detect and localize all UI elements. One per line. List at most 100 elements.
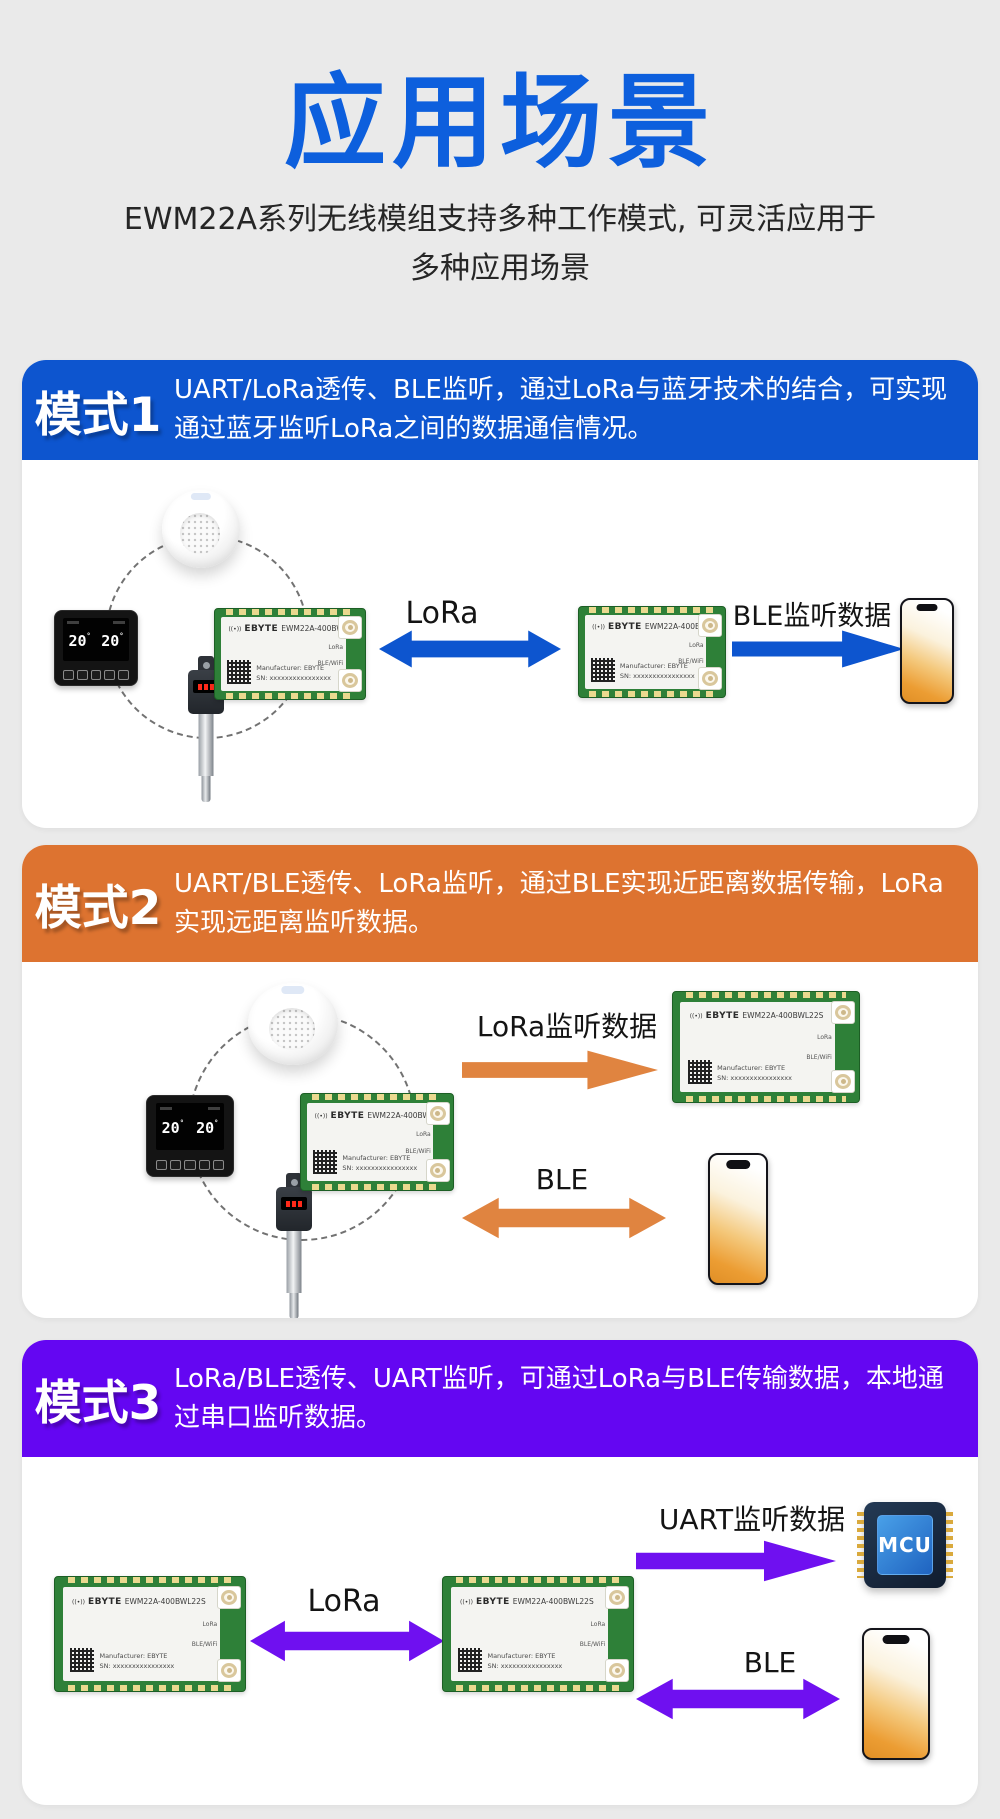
subtitle-line-1: EWM22A系列无线模组支持多种工作模式, 可灵活应用于 [123,202,877,237]
module-head: ((•)) EBYTE EWM22A-400BWL22S [460,1597,605,1607]
thermostat-buttons [155,1160,225,1171]
ble-right-arrow [732,630,904,668]
module-manufacturer: Manufacturer: EBYTE [342,1154,411,1163]
mode3-card: 模式3 LoRa/BLE透传、UART监听，可通过LoRa与BLE传输数据，本地… [22,1340,978,1805]
castellated-pins [589,691,715,697]
module-brand: EBYTE [244,624,279,635]
mode2-card: 模式2 UART/BLE透传、LoRa监听，通过BLE实现近距离数据传输，LoR… [22,845,978,1318]
ipex-antenna-connector-icon [338,616,362,640]
thermostat-screen: 20 20 [63,617,129,661]
module-manufacturer-block: Manufacturer: EBYTE SN: xxxxxxxxxxxxxxxx [99,1651,218,1671]
module-manufacturer: Manufacturer: EBYTE [99,1652,168,1661]
module-serial: SN: xxxxxxxxxxxxxxxx [717,1074,792,1083]
phone-slot [862,1628,930,1760]
sensor-display [286,1200,302,1207]
phone-slot [900,598,954,704]
module-port-lora: LoRa [202,1620,218,1628]
thermostat-temp-left: 20 [162,1119,184,1137]
module-head: ((•)) EBYTE EWM22A-400BWL22S [690,1011,832,1021]
module-head: ((•)) EBYTE EWM22A-400BWL22S [228,624,343,634]
ipex-antenna-connector-icon [217,1586,242,1610]
smoke-detector [248,983,338,1065]
mode2-header: 模式2 UART/BLE透传、LoRa监听，通过BLE实现近距离数据传输，LoR… [22,845,978,962]
page-subtitle: EWM22A系列无线模组支持多种工作模式, 可灵活应用于 多种应用场景 [0,196,1000,293]
module-manufacturer: Manufacturer: EBYTE [619,662,688,671]
module-port-lora: LoRa [328,643,344,651]
chip-pins [946,1512,953,1578]
lora-module: ((•)) EBYTE EWM22A-400BWL22S LoRa BLE/Wi… [672,991,860,1103]
chip-pins [857,1512,864,1578]
module-label: ((•)) EBYTE EWM22A-400BWL22S LoRa BLE/Wi… [221,617,346,691]
thermostat-temp-right: 20 [101,632,123,650]
ipex-antenna-connector-icon [217,1658,242,1682]
mode1-card: 模式1 UART/LoRa透传、BLE监听，通过LoRa与蓝牙技术的结合，可实现… [22,360,978,828]
module-serial: SN: xxxxxxxxxxxxxxxx [342,1164,418,1173]
module-manufacturer: Manufacturer: EBYTE [717,1063,786,1072]
phone-slot [708,1153,768,1285]
page-title: 应用场景 [284,64,716,183]
thermostat: 20 20 [54,610,138,686]
thermostat-screen: 20 20 [155,1103,225,1150]
module-label: ((•)) EBYTE EWM22A-400BWL22S LoRa BLE/Wi… [584,615,707,689]
mode3-header: 模式3 LoRa/BLE透传、UART监听，可通过LoRa与BLE传输数据，本地… [22,1340,978,1457]
module-label: ((•)) EBYTE EWM22A-400BWL22S LoRa BLE/Wi… [450,1587,609,1681]
module-port-ble-wifi: BLE/WiFi [579,1641,606,1649]
rf-antenna-icon: ((•)) [72,1598,85,1606]
module-slot: ((•)) EBYTE EWM22A-400BWL22S LoRa BLE/Wi… [214,608,366,700]
uart-listen-label: UART监听数据 [658,1503,846,1536]
module-brand: EBYTE [330,1110,365,1121]
sensor-display [198,683,214,690]
module-manufacturer-block: Manufacturer: EBYTE SN: xxxxxxxxxxxxxxxx [717,1063,833,1083]
ipex-antenna-connector-icon [605,1658,630,1682]
castellated-pins [311,1184,443,1190]
module-port-ble-wifi: BLE/WiFi [405,1148,431,1156]
ipex-antenna-connector-icon [831,1000,856,1024]
thermostat-temp-left: 20 [68,632,90,650]
module-model: EWM22A-400BWL22S [742,1010,824,1020]
thermostat-temp-right: 20 [196,1119,218,1137]
castellated-pins [456,1685,620,1691]
module-head: ((•)) EBYTE EWM22A-400BWL22S [592,622,704,632]
thermostat: 20 20 [146,1095,234,1177]
rf-antenna-icon: ((•)) [689,1012,703,1020]
module-manufacturer-block: Manufacturer: EBYTE SN: xxxxxxxxxxxxxxxx [256,663,344,683]
rf-antenna-icon: ((•)) [592,624,605,632]
ipex-antenna-connector-icon [425,1101,450,1125]
lora-label: LoRa [307,1584,381,1619]
module-label: ((•)) EBYTE EWM22A-400BWL22S LoRa BLE/Wi… [680,1001,835,1093]
ipex-antenna-connector-icon [605,1586,630,1610]
rf-antenna-icon: ((•)) [460,1598,473,1606]
module-model: EWM22A-400BWL22S [124,1596,206,1606]
module-model: EWM22A-400BWL22S [281,624,344,634]
lora-module: ((•)) EBYTE EWM22A-400BWL22S LoRa BLE/Wi… [442,1576,634,1692]
rf-antenna-icon: ((•)) [314,1112,328,1120]
module-manufacturer: Manufacturer: EBYTE [256,664,325,673]
mode1-description: UART/LoRa透传、BLE监听，通过LoRa与蓝牙技术的结合，可实现通过蓝牙… [174,375,948,444]
module-label: ((•)) EBYTE EWM22A-400BWL22S LoRa BLE/Wi… [307,1102,434,1182]
lora-listen-label: LoRa监听数据 [476,1010,658,1043]
qr-code-icon [590,658,615,683]
module-port-lora: LoRa [688,641,704,649]
module-manufacturer-block: Manufacturer: EBYTE SN: xxxxxxxxxxxxxxxx [487,1651,606,1671]
mode3-description: LoRa/BLE透传、UART监听，可通过LoRa与BLE传输数据，本地通过串口… [174,1363,944,1433]
module-label: ((•)) EBYTE EWM22A-400BWL22S LoRa BLE/Wi… [62,1587,221,1681]
module-model: EWM22A-400BWL22S [512,1596,594,1606]
module-slot: ((•)) EBYTE EWM22A-400BWL22S LoRa BLE/Wi… [54,1576,246,1692]
module-serial: SN: xxxxxxxxxxxxxxxx [256,674,332,683]
module-model: EWM22A-400BWL22S [367,1110,430,1120]
ble-double-arrow [636,1678,840,1720]
ble-label: BLE [743,1646,797,1679]
module-serial: SN: xxxxxxxxxxxxxxxx [99,1662,175,1671]
module-slot: ((•)) EBYTE EWM22A-400BWL22S LoRa BLE/Wi… [442,1576,634,1692]
castellated-pins [225,609,355,615]
subtitle-line-2: 多种应用场景 [410,250,590,286]
lora-module: ((•)) EBYTE EWM22A-400BWL22S LoRa BLE/Wi… [578,606,726,698]
module-head: ((•)) EBYTE EWM22A-400BWL22S [72,1597,217,1607]
castellated-pins [686,992,846,998]
module-slot: ((•)) EBYTE EWM22A-400BWL22S LoRa BLE/Wi… [578,606,726,698]
ble-label: BLE [535,1163,589,1196]
castellated-pins [311,1094,443,1100]
module-brand: EBYTE [705,1010,740,1021]
module-port-lora: LoRa [416,1130,431,1138]
